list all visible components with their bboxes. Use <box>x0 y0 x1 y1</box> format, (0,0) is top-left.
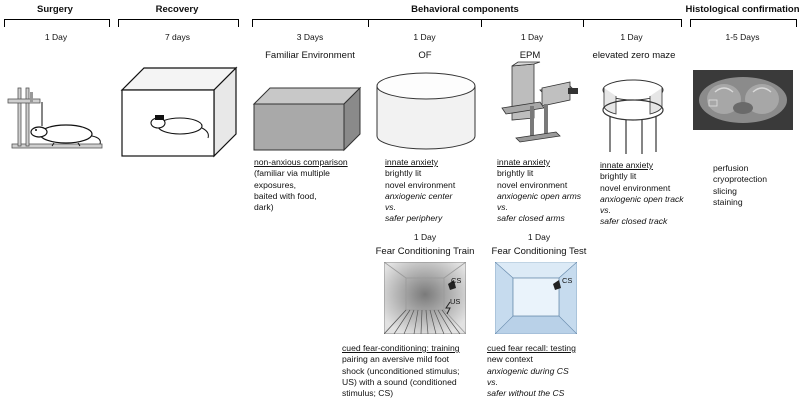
description-line: (familiar via multiple <box>254 168 330 179</box>
bracket-divider <box>368 19 369 27</box>
bracket-divider <box>583 19 584 27</box>
recovery-cage-illustration <box>120 66 238 158</box>
description-title: innate anxiety <box>497 157 551 167</box>
description-line: dark) <box>254 202 274 213</box>
description-line: brightly lit <box>600 171 637 182</box>
duration-histo: 1-5 Days <box>725 32 760 42</box>
description-line: novel environment <box>385 179 456 190</box>
label-fc-train: Fear Conditioning Train <box>375 246 475 257</box>
description-histology: perfusion cryoprotection slicing stainin… <box>713 163 797 208</box>
description-line: novel environment <box>497 179 568 190</box>
description-italic-line: anxiogenic center <box>385 190 453 201</box>
description-title: cued fear recall: testing <box>487 343 576 353</box>
description-line: brightly lit <box>497 168 534 179</box>
description-italic-line: anxiogenic during CS <box>487 365 569 376</box>
header-recovery: Recovery <box>155 4 199 15</box>
description-italic-line: vs. <box>600 205 611 216</box>
stereotaxic-surgery-illustration <box>7 87 103 149</box>
cs-label-test: CS <box>562 276 573 285</box>
description-line: exposures, <box>254 179 297 190</box>
label-of: OF <box>418 50 432 61</box>
description-line: baited with food, <box>254 190 317 201</box>
description-italic-line: anxiogenic open track <box>600 193 684 204</box>
description-epm: innate anxiety brightly lit novel enviro… <box>497 157 597 225</box>
description-italic-line: anxiogenic open arms <box>497 190 582 201</box>
description-italic-line: safer closed arms <box>497 213 565 224</box>
description-title: cued fear-conditioning: training <box>342 343 460 353</box>
description-line: slicing <box>713 185 737 196</box>
bracket-behavioral <box>252 19 682 27</box>
description-title: innate anxiety <box>385 157 439 167</box>
label-familiar: Familiar Environment <box>265 50 355 61</box>
description-line: shock (unconditioned stimulus; <box>342 365 460 376</box>
description-line: staining <box>713 196 743 207</box>
duration-fc-train: 1 Day <box>413 232 437 242</box>
description-italic-line: safer without the CS <box>487 388 565 399</box>
header-histological: Histological confirmation <box>685 4 800 15</box>
bracket-recovery <box>118 19 239 27</box>
description-line: novel environment <box>600 182 671 193</box>
open-field-arena <box>376 72 476 150</box>
bracket-histological <box>690 19 797 27</box>
description-italic-line: safer closed track <box>600 216 668 227</box>
duration-recovery: 7 days <box>164 32 191 42</box>
description-italic-line: vs. <box>497 202 508 213</box>
description-line: perfusion <box>713 163 749 173</box>
bracket-surgery <box>4 19 110 27</box>
fc-training-chamber <box>384 262 466 334</box>
duration-surgery: 1 Day <box>44 32 68 42</box>
label-fc-test: Fear Conditioning Test <box>491 246 587 257</box>
us-label-train: US <box>450 297 461 306</box>
duration-fc-test: 1 Day <box>527 232 551 242</box>
description-title: non-anxious comparison <box>254 157 348 167</box>
duration-ezm: 1 Day <box>620 32 643 42</box>
description-line: pairing an aversive mild foot <box>342 354 449 365</box>
description-of: innate anxiety brightly lit novel enviro… <box>385 157 481 225</box>
brain-section-image <box>693 70 793 130</box>
familiar-environment-box <box>252 86 362 152</box>
description-fc-train: cued fear-conditioning: training pairing… <box>342 343 492 399</box>
description-line: stimulus; CS) <box>342 388 394 399</box>
description-line: US) with a sound (conditioned <box>342 376 457 387</box>
description-fc-test: cued fear recall: testing new context an… <box>487 343 607 399</box>
elevated-plus-maze <box>501 61 578 143</box>
description-ezm: innate anxiety brightly lit novel enviro… <box>600 160 700 228</box>
duration-of: 1 Day <box>413 32 436 42</box>
label-epm: EPM <box>519 50 541 61</box>
description-line: new context <box>487 354 533 365</box>
description-title: innate anxiety <box>600 160 654 170</box>
bracket-divider <box>481 19 482 27</box>
description-line: cryoprotection <box>713 174 767 185</box>
header-surgery: Surgery <box>37 4 73 15</box>
label-ezm: elevated zero maze <box>592 50 676 61</box>
cs-label-train: CS <box>451 276 462 285</box>
description-italic-line: safer periphery <box>385 213 443 224</box>
fc-testing-chamber <box>495 262 577 334</box>
description-familiar: non-anxious comparison (familiar via mul… <box>254 157 366 213</box>
elevated-zero-maze <box>602 79 664 154</box>
duration-epm: 1 Day <box>520 32 544 42</box>
duration-familiar: 3 Days <box>296 32 324 42</box>
header-behavioral: Behavioral components <box>411 4 519 15</box>
description-line: brightly lit <box>385 168 422 179</box>
description-italic-line: vs. <box>385 202 396 213</box>
description-italic-line: vs. <box>487 376 498 387</box>
